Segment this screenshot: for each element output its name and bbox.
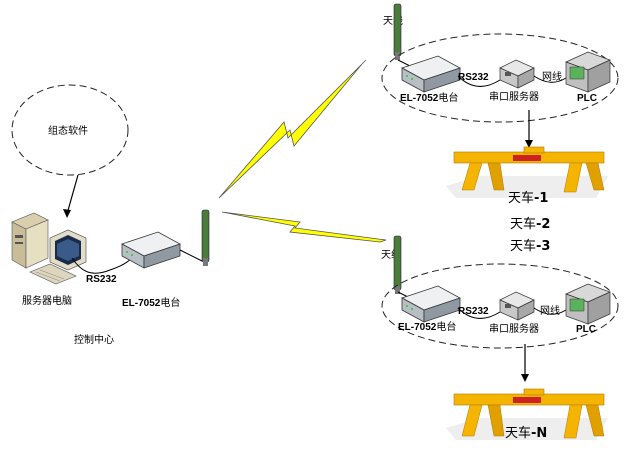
network-cable-label-top: 网线 <box>542 70 562 83</box>
server-pc-label: 服务器电脑 <box>22 294 72 307</box>
crane-1-label: 天车-1 <box>508 190 548 206</box>
plc-label-bottom: PLC <box>576 324 596 335</box>
station-ellipse-top <box>381 33 619 123</box>
radio-model-label-bottom: EL-7052电台 <box>398 320 456 333</box>
crane-3-label: 天车-3 <box>510 238 550 254</box>
plc-label-top: PLC <box>577 93 597 104</box>
antenna-icon <box>393 3 402 60</box>
rs232-label-top: RS232 <box>458 72 489 83</box>
crane-n-label: 天车-N <box>505 425 547 441</box>
radio-antenna-cable-left <box>179 249 205 263</box>
arrow-head <box>63 209 71 218</box>
serial-server-icon <box>499 59 535 89</box>
network-cable-label-bottom: 网线 <box>540 304 560 317</box>
radio-model-label-top: EL-7052电台 <box>400 91 458 104</box>
radio-model-label-left: EL-7052电台 <box>122 296 180 309</box>
rs232-cable-top <box>457 75 501 87</box>
antenna-icon <box>393 235 402 294</box>
rs232-cable-bottom <box>457 307 501 319</box>
rs232-label-left: RS232 <box>86 274 117 285</box>
radio-modem-icon <box>121 231 181 269</box>
serial-server-label-bottom: 串口服务器 <box>489 322 539 335</box>
software-label: 组态软件 <box>48 124 88 137</box>
server-computer-icon <box>11 212 87 285</box>
wireless-link-upper <box>218 59 367 199</box>
station-ellipse-bottom <box>381 263 619 349</box>
plc-icon <box>565 51 611 93</box>
control-center-label: 控制中心 <box>74 333 114 346</box>
network-cable-top <box>533 75 567 83</box>
antenna-icon <box>201 209 210 266</box>
wireless-link-lower <box>221 211 387 243</box>
gantry-crane-image <box>446 388 608 440</box>
serial-server-icon <box>499 291 535 321</box>
crane-2-label: 天车-2 <box>510 216 550 232</box>
rs232-cable-left <box>71 257 133 274</box>
arrow-head <box>525 140 533 148</box>
serial-server-label-top: 串口服务器 <box>489 90 539 103</box>
plc-icon <box>565 283 611 325</box>
radio-modem-icon <box>401 55 461 93</box>
software-ellipse <box>11 84 129 176</box>
network-cable-bottom <box>533 307 567 315</box>
gantry-crane-image <box>446 146 608 198</box>
software-to-pc-arrow <box>66 174 79 215</box>
arrow-head <box>521 374 529 382</box>
rs232-label-bottom: RS232 <box>458 306 489 317</box>
radio-modem-icon <box>401 285 461 323</box>
